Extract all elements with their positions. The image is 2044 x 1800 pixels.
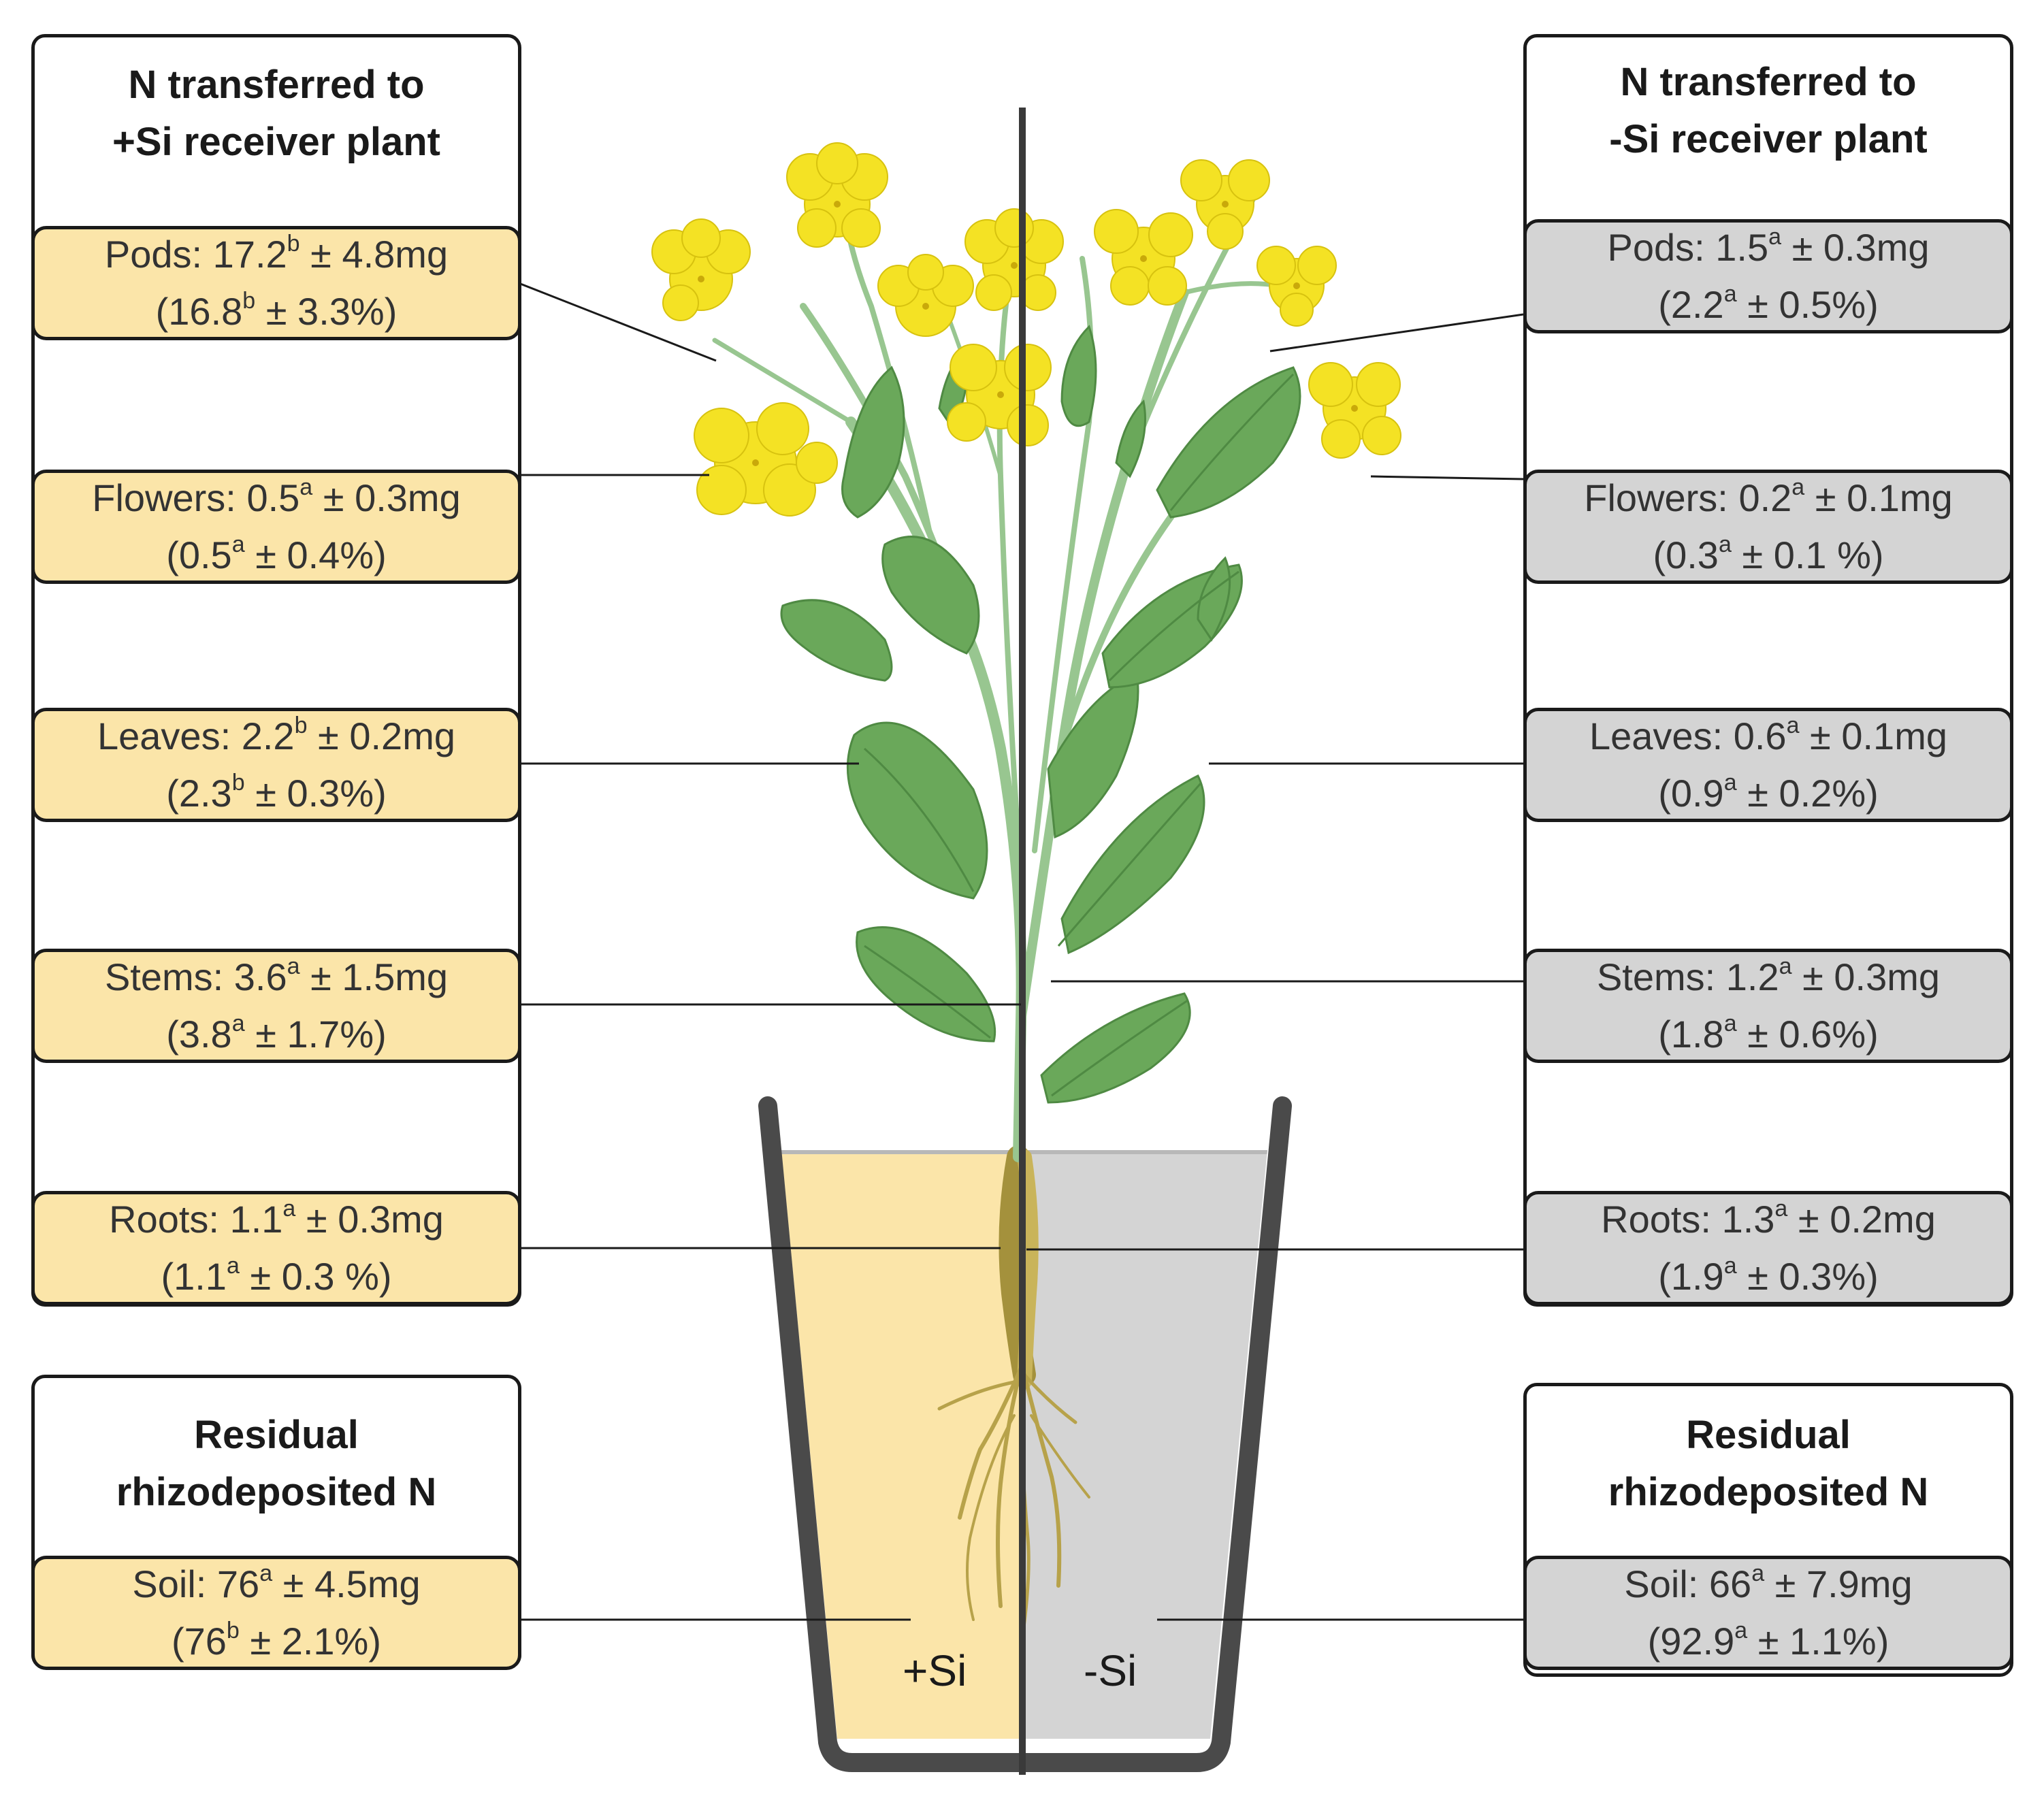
leaf-veins	[864, 373, 1295, 1097]
right-title-line2: -Si receiver plant	[1609, 117, 1928, 161]
flower-cluster	[1180, 159, 1270, 250]
leader-lines-left	[518, 282, 1021, 1621]
left-residual-title: Residual rhizodeposited N	[35, 1407, 518, 1521]
right-box-stems: Stems: 1.2a ± 0.3mg (1.8a ± 0.6%)	[1523, 949, 2013, 1063]
pot-label-minus-si: -Si	[1084, 1646, 1137, 1695]
flower-cluster	[877, 254, 974, 337]
right-panel-title: N transferred to -Si receiver plant	[1527, 54, 2010, 168]
plant-stems	[712, 181, 1297, 1162]
right-residual-line2: rhizodeposited N	[1608, 1470, 1929, 1514]
leader-lines-right	[1026, 313, 1524, 1621]
right-residual-title: Residual rhizodeposited N	[1527, 1407, 2010, 1521]
left-box-soil: Soil: 76a ± 4.5mg (76b ± 2.1%)	[31, 1556, 521, 1670]
right-box-roots: Roots: 1.3a ± 0.2mg (1.9a ± 0.3%)	[1523, 1191, 2013, 1305]
flower-cluster	[1308, 362, 1401, 459]
flower-dots	[698, 201, 1358, 466]
right-title-line1: N transferred to	[1620, 60, 1917, 104]
left-title-line2: +Si receiver plant	[112, 120, 440, 164]
flower-cluster	[964, 208, 1064, 311]
right-residual-line1: Residual	[1686, 1413, 1851, 1457]
left-box-flowers: Flowers: 0.5a ± 0.3mg (0.5a ± 0.4%)	[31, 470, 521, 584]
plant-flowers	[651, 142, 1401, 517]
left-panel: N transferred to +Si receiver plant	[31, 34, 521, 1307]
plant-leaves	[780, 325, 1301, 1104]
left-panel-title: N transferred to +Si receiver plant	[35, 56, 518, 171]
right-box-leaves: Leaves: 0.6a ± 0.1mg (0.9a ± 0.2%)	[1523, 708, 2013, 822]
right-box-soil: Soil: 66a ± 7.9mg (92.9a ± 1.1%)	[1523, 1556, 2013, 1670]
flower-cluster	[651, 218, 751, 321]
pot-label-plus-si: +Si	[903, 1646, 967, 1695]
left-box-roots: Roots: 1.1a ± 0.3mg (1.1a ± 0.3 %)	[31, 1191, 521, 1305]
left-residual-line1: Residual	[194, 1413, 359, 1457]
flower-cluster	[947, 344, 1052, 446]
flower-cluster	[786, 142, 888, 248]
left-box-leaves: Leaves: 2.2b ± 0.2mg (2.3b ± 0.3%)	[31, 708, 521, 822]
left-box-stems: Stems: 3.6a ± 1.5mg (3.8a ± 1.7%)	[31, 949, 521, 1063]
right-box-flowers: Flowers: 0.2a ± 0.1mg (0.3a ± 0.1 %)	[1523, 470, 2013, 584]
right-box-pods: Pods: 1.5a ± 0.3mg (2.2a ± 0.5%)	[1523, 219, 2013, 333]
left-title-line1: N transferred to	[128, 63, 425, 107]
flower-cluster	[694, 402, 838, 517]
left-residual-line2: rhizodeposited N	[116, 1470, 437, 1514]
left-box-pods: Pods: 17.2b ± 4.8mg (16.8b ± 3.3%)	[31, 226, 521, 340]
